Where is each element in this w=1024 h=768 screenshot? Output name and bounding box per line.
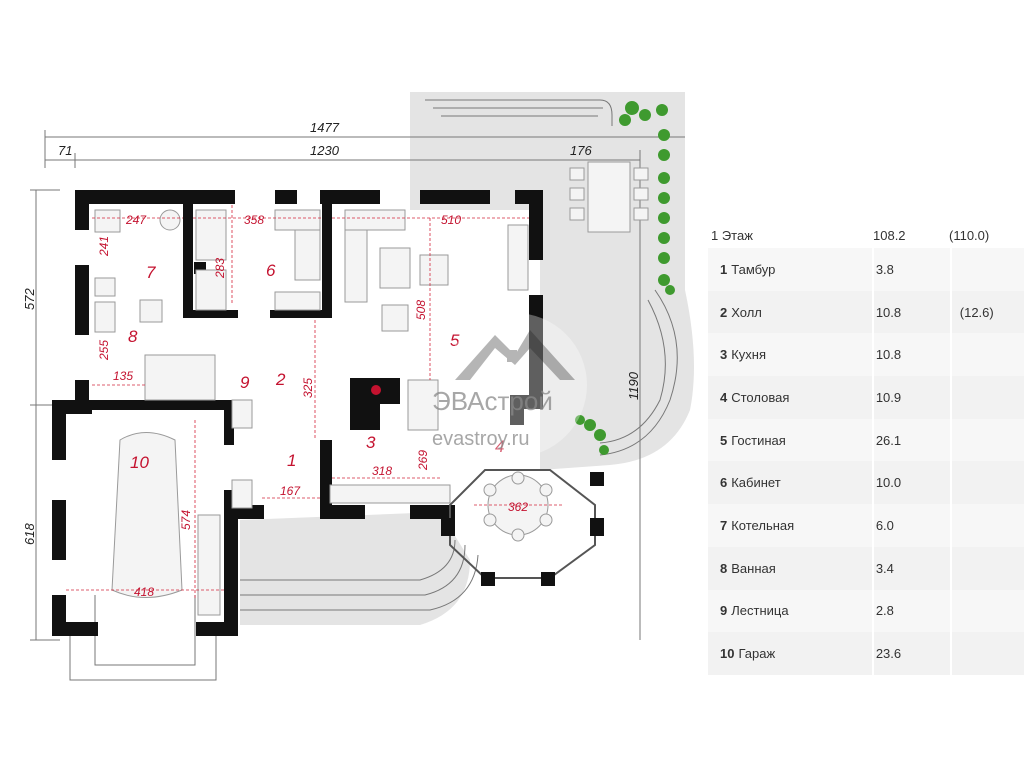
room-number-4: 4 [495, 437, 504, 456]
dim-283: 283 [213, 258, 227, 279]
dim-510: 510 [441, 213, 461, 227]
room-area: 23.6 [873, 632, 950, 675]
room-name: Столовая [731, 389, 790, 405]
room-extra [951, 376, 1024, 419]
room-extra: (12.6) [951, 290, 1024, 334]
room-name: Кабинет [731, 475, 781, 491]
plants [575, 101, 675, 455]
room-num: 7 [720, 517, 728, 533]
room-number-1: 1 [287, 451, 296, 470]
measurement-guides [66, 205, 564, 600]
room-area: 3.8 [873, 248, 950, 291]
room-area: 3.4 [873, 546, 950, 590]
legend-header: 1 Этаж 108.2 (110.0) [708, 222, 1024, 248]
dim-325: 325 [301, 378, 315, 398]
dim-508: 508 [414, 300, 428, 320]
room-number-10: 10 [130, 453, 149, 472]
dim-241: 241 [97, 236, 111, 257]
dim-overall-width: 1477 [310, 120, 340, 135]
walls [52, 190, 543, 636]
room-name: Кухня [731, 347, 767, 363]
furniture [94, 209, 529, 616]
room-extra [951, 333, 1024, 377]
room-num: 2 [720, 304, 728, 320]
room-area: 26.1 [873, 418, 950, 462]
room-num: 4 [720, 389, 728, 405]
dim-167: 167 [280, 484, 301, 498]
room-name: Холл [731, 304, 762, 320]
dim-418: 418 [134, 585, 154, 599]
watermark-logo [443, 313, 587, 457]
room-num: 6 [720, 475, 728, 491]
room-number-3: 3 [366, 433, 376, 452]
dim-574: 574 [179, 510, 193, 530]
dim-318: 318 [372, 464, 392, 478]
floor-plan: 1477 71 1230 176 572 618 1190 [22, 92, 694, 681]
dim-height-bottom: 618 [22, 523, 37, 545]
room-number-6: 6 [266, 261, 276, 280]
room-extra [951, 632, 1024, 675]
room-area: 10.0 [873, 461, 950, 505]
dim-terrace-height: 1190 [626, 371, 641, 400]
dimension-lines [30, 130, 685, 641]
room-name: Котельная [731, 517, 795, 533]
room-number-5: 5 [450, 331, 460, 350]
dim-269: 269 [416, 450, 430, 471]
room-area: 6.0 [873, 504, 950, 547]
dim-135: 135 [113, 369, 133, 383]
dim-255: 255 [97, 340, 111, 361]
room-name: Гараж [738, 646, 776, 662]
room-extra [951, 504, 1024, 547]
room-num: 5 [720, 432, 728, 448]
terrace-dining-set [569, 161, 649, 233]
room-num: 8 [720, 560, 728, 576]
room-name: Лестница [731, 603, 789, 619]
dim-247: 247 [125, 213, 147, 227]
room-number-8: 8 [128, 327, 138, 346]
dim-house-width: 1230 [310, 143, 340, 158]
room-extra [951, 418, 1024, 462]
room-extra [951, 546, 1024, 590]
dining-bay [441, 469, 604, 586]
room-num: 1 [720, 261, 728, 277]
room-name: Тамбур [731, 261, 776, 277]
room-num: 9 [720, 603, 728, 619]
room-area: 10.8 [873, 333, 950, 377]
room-number-2: 2 [275, 370, 286, 389]
room-number-9: 9 [240, 373, 250, 392]
room-extra [951, 589, 1024, 633]
watermark-site: evastroy.ru [432, 428, 529, 450]
room-name: Ванная [731, 560, 776, 576]
room-area: 10.9 [873, 376, 950, 419]
dim-left-offset: 71 [58, 143, 72, 158]
floor-area: 108.2 [873, 227, 906, 243]
floor-area-total: (110.0) [949, 227, 990, 243]
room-extra [951, 248, 1024, 291]
room-number-7: 7 [146, 263, 156, 282]
room-name: Гостиная [731, 432, 786, 448]
room-area: 2.8 [873, 589, 950, 633]
room-num: 10 [720, 646, 735, 662]
floor-label: 1 Этаж [711, 227, 753, 243]
dim-terrace-width: 176 [570, 143, 592, 158]
room-extra [951, 461, 1024, 505]
dim-height-top: 572 [22, 288, 37, 310]
dim-358: 358 [244, 213, 264, 227]
watermark-brand: ЭВАстрой [432, 386, 553, 416]
room-area: 10.8 [873, 290, 950, 334]
dim-362: 362 [508, 500, 528, 514]
room-num: 3 [720, 347, 728, 363]
